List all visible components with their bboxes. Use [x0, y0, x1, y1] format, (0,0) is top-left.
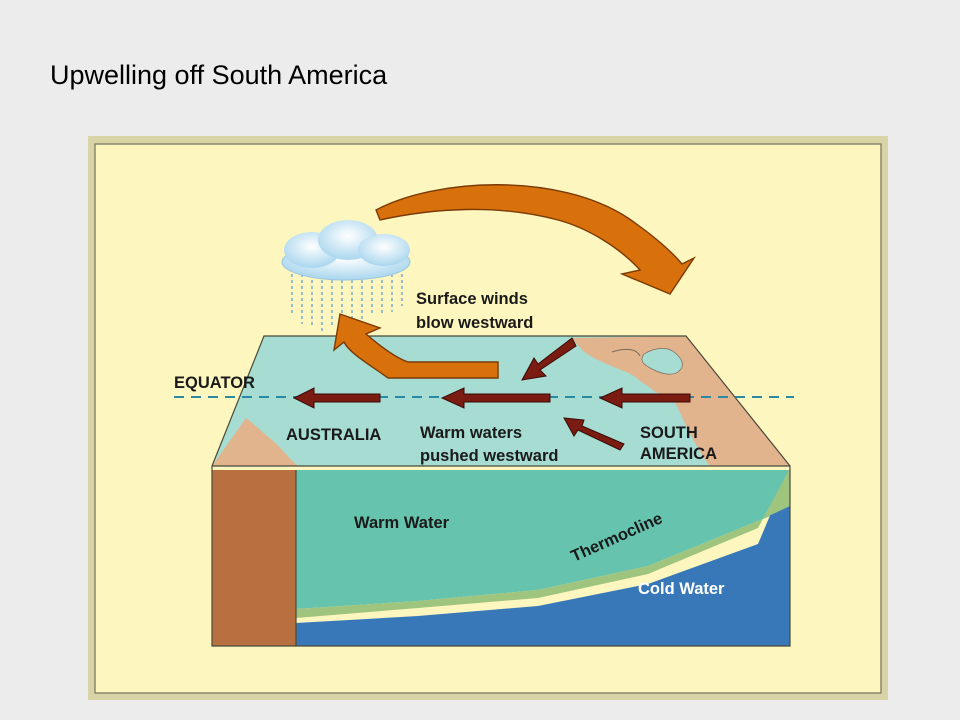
label-surface-winds-1: Surface winds: [416, 290, 528, 308]
label-cold-water: Cold Water: [638, 580, 725, 598]
caribbean-sea: [641, 348, 683, 375]
australia-wall: [212, 470, 296, 646]
current-arrow-icon: [563, 417, 625, 451]
label-equator: EQUATOR: [174, 374, 255, 392]
air-circulation-arrow-icon: [375, 184, 697, 295]
cold-water-layer: [296, 468, 790, 646]
label-surface-winds-2: blow westward: [416, 314, 533, 332]
warm-water-layer: [296, 470, 790, 609]
current-arrow-icon: [440, 387, 551, 409]
label-south-america-1: SOUTH: [640, 424, 698, 442]
label-warm-waters-2: pushed westward: [420, 447, 558, 465]
slide-title: Upwelling off South America: [50, 60, 388, 90]
rain-cloud-icon: [281, 220, 411, 332]
walker-circulation-diagram: Surface winds blow westward EQUATOR AUST…: [88, 136, 888, 700]
rising-air-arrow-icon: [333, 313, 499, 379]
current-arrow-icon: [598, 387, 691, 409]
label-warm-waters-1: Warm waters: [420, 424, 522, 442]
label-warm-water: Warm Water: [354, 514, 450, 532]
label-australia: AUSTRALIA: [286, 426, 381, 444]
label-south-america-2: AMERICA: [640, 445, 717, 463]
current-arrow-icon: [521, 337, 577, 381]
australia-land: [212, 418, 298, 466]
current-arrows: [292, 337, 691, 451]
current-arrow-icon: [292, 387, 381, 409]
